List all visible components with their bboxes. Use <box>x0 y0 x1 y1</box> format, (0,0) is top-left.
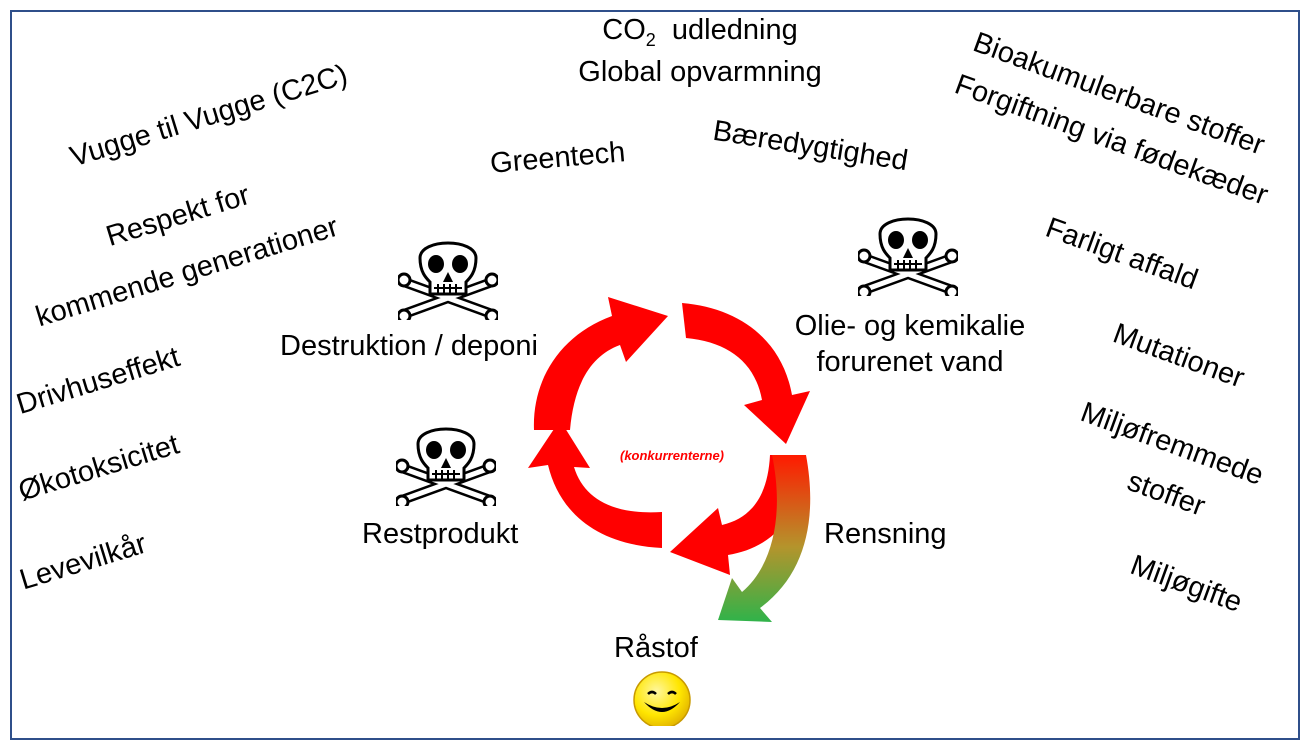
cycle-arrow-rensning <box>718 455 811 622</box>
cycle-arrow-top-left <box>533 297 668 430</box>
skull-crossbones-icon <box>396 427 496 506</box>
global-warming-label: Global opvarmning <box>578 56 822 88</box>
skull-crossbones-icon <box>858 217 958 296</box>
skull-crossbones-icon <box>398 241 498 320</box>
label-destruktion: Destruktion / deponi <box>280 330 538 362</box>
co2-subscript: 2 <box>645 29 656 50</box>
smiley-face-icon <box>633 671 691 726</box>
label-olie-line1: Olie- og kemikalie <box>794 310 1026 342</box>
cycle-arrow-top-right <box>682 303 810 444</box>
co2-heading: CO2 udledning <box>560 14 840 57</box>
co2-suffix: udledning <box>655 14 798 46</box>
label-rastof: Råstof <box>614 632 698 664</box>
cycle-arrow-bottom <box>670 455 806 575</box>
co2-prefix: CO <box>602 14 646 46</box>
label-rensning: Rensning <box>824 518 947 550</box>
label-olie-line2: forurenet vand <box>816 346 1004 378</box>
cycle-center-label: (konkurrenterne) <box>620 448 724 463</box>
cycle-arrow-bottom-left <box>528 420 662 548</box>
label-restprodukt: Restprodukt <box>362 518 519 550</box>
